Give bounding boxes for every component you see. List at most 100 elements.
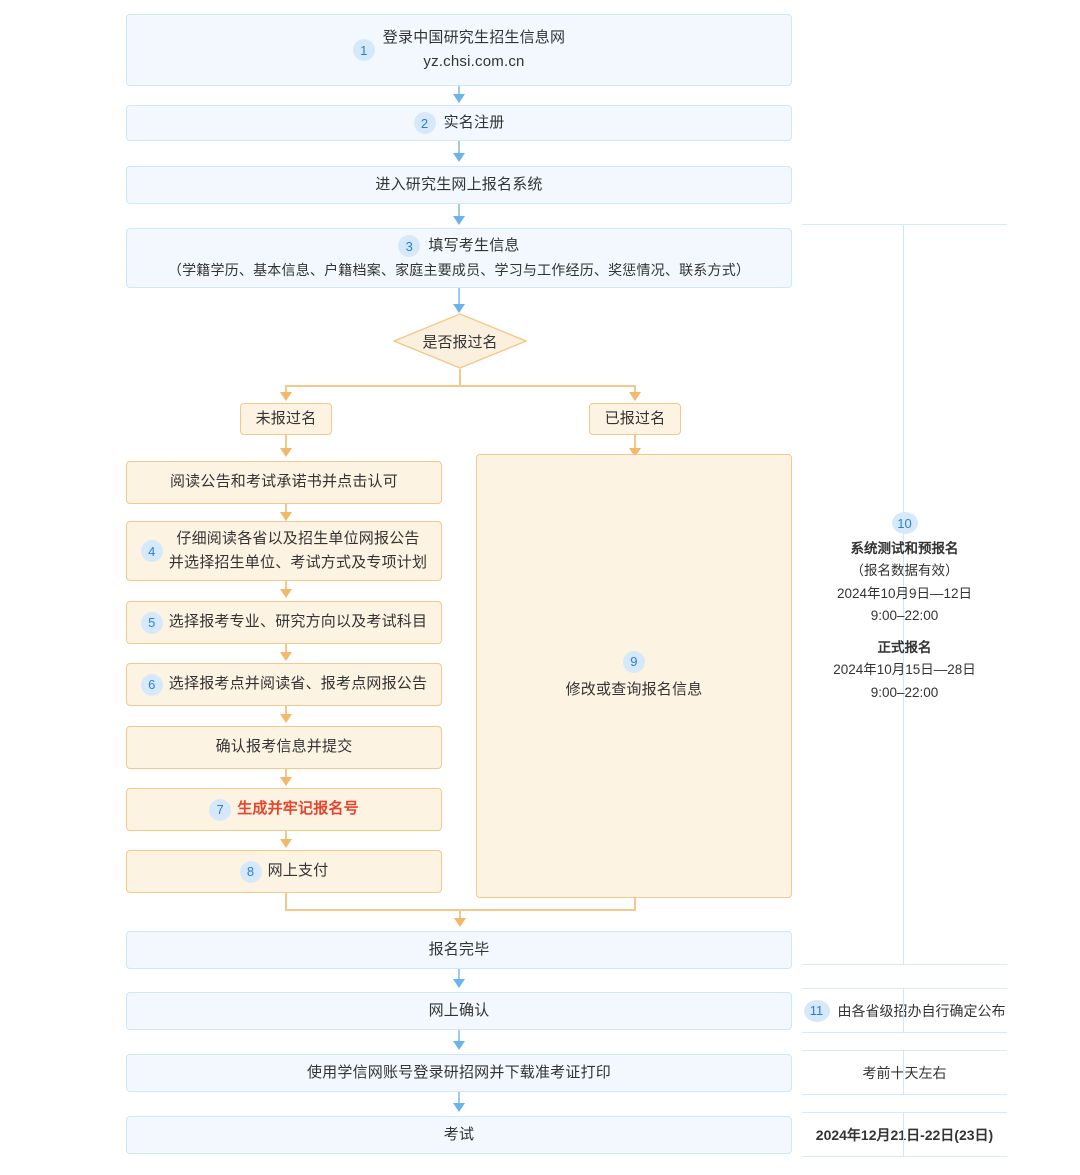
- node-branch-not-registered[interactable]: 未报过名: [240, 403, 332, 435]
- node-step1-line1: 登录中国研究生招生信息网: [382, 28, 566, 46]
- node-step3-line2: （学籍学历、基本信息、户籍档案、家庭主要成员、学习与工作经历、奖惩情况、联系方式…: [167, 262, 751, 279]
- node-step7-label: 生成并牢记报名号: [237, 800, 359, 818]
- arrow-confirm-7: [280, 777, 292, 786]
- node-step4[interactable]: 4 仔细阅读各省以及招生单位网报公告 并选择招生单位、考试方式及专项计划: [126, 521, 442, 581]
- arrow-ticket-exam: [453, 1103, 465, 1112]
- arrow-branch-yes-down: [629, 448, 641, 457]
- node-registration-done[interactable]: 报名完毕: [126, 931, 792, 969]
- connector-confirm-7: [285, 769, 287, 781]
- node-branch-no-label: 未报过名: [255, 409, 317, 427]
- connector-decision-left: [285, 385, 287, 396]
- timeline-cell-exam: 2024年12月21日-22日(23日): [802, 1112, 1007, 1157]
- connector-merge-down: [459, 909, 461, 920]
- node-step1[interactable]: 1 登录中国研究生招生信息网 yz.chsi.com.cn: [126, 14, 792, 86]
- node-step7[interactable]: 7 生成并牢记报名号: [126, 788, 442, 831]
- step-badge-1: 1: [352, 39, 375, 61]
- connector-9-merge: [634, 898, 636, 910]
- connector-decision-down: [459, 369, 461, 386]
- connector-6-confirm: [285, 706, 287, 718]
- node-download-ticket-label: 使用学信网账号登录研招网并下载准考证打印: [306, 1063, 611, 1081]
- node-confirm-submit-label: 确认报考信息并提交: [215, 738, 353, 756]
- node-done-label: 报名完毕: [428, 940, 490, 958]
- arrow-4-5: [280, 589, 292, 598]
- node-decision[interactable]: 是否报过名: [393, 313, 527, 369]
- timeline-time-formal: 9:00–22:00: [870, 684, 939, 700]
- arrow-2-3: [453, 153, 465, 162]
- node-step8-label: 网上支付: [267, 862, 329, 880]
- connector-branch-no-down: [285, 435, 287, 452]
- timeline-sub-pretest: （报名数据有效）: [850, 563, 959, 579]
- node-read-notice-label: 阅读公告和考试承诺书并点击认可: [169, 473, 398, 491]
- node-branch-registered[interactable]: 已报过名: [589, 403, 681, 435]
- node-online-confirm[interactable]: 网上确认: [126, 992, 792, 1030]
- node-step9-label: 修改或查询报名信息: [565, 680, 703, 698]
- node-step5[interactable]: 5 选择报考专业、研究方向以及考试科目: [126, 601, 442, 644]
- connector-decision-right: [634, 385, 636, 396]
- node-step3[interactable]: 3 填写考生信息 （学籍学历、基本信息、户籍档案、家庭主要成员、学习与工作经历、…: [126, 228, 792, 288]
- step-badge-5: 5: [140, 611, 163, 634]
- node-online-confirm-label: 网上确认: [428, 1001, 490, 1019]
- node-exam[interactable]: 考试: [126, 1116, 792, 1154]
- connector-confirm-ticket: [458, 1030, 460, 1043]
- arrow-1-2: [453, 94, 465, 103]
- connector-8-merge: [285, 893, 287, 910]
- timeline-ticket-label: 考前十天左右: [862, 1064, 947, 1081]
- timeline-spine-seg2: [903, 988, 904, 1033]
- node-step8[interactable]: 8 网上支付: [126, 850, 442, 893]
- connector-1-2: [458, 86, 460, 99]
- node-confirm-submit[interactable]: 确认报考信息并提交: [126, 726, 442, 769]
- timeline-time-pretest: 9:00–22:00: [870, 607, 939, 623]
- timeline-date-pretest: 2024年10月9日—12日: [836, 585, 973, 601]
- arrow-notice-4: [280, 512, 292, 521]
- connector-5-6: [285, 644, 287, 656]
- timeline-panel-main: [802, 224, 1007, 965]
- timeline-title-pretest: 系统测试和预报名: [850, 541, 959, 556]
- node-read-notice[interactable]: 阅读公告和考试承诺书并点击认可: [126, 461, 442, 504]
- arrow-6-confirm: [280, 714, 292, 723]
- step-badge-11: 11: [803, 999, 830, 1022]
- decision-diamond-shape: [393, 313, 527, 369]
- step-badge-2: 2: [413, 112, 436, 134]
- node-branch-yes-label: 已报过名: [604, 409, 666, 427]
- step-badge-9: 9: [623, 650, 645, 673]
- arrow-5-6: [280, 652, 292, 661]
- timeline-spine-seg3: [903, 1050, 904, 1095]
- arrow-enter-3: [453, 216, 465, 225]
- node-step2[interactable]: 2 实名注册: [126, 105, 792, 141]
- arrow-merge-down: [454, 918, 466, 927]
- step-badge-10: 10: [891, 512, 918, 534]
- timeline-spine-seg4: [903, 1112, 904, 1157]
- node-enter-system-label: 进入研究生网上报名系统: [375, 175, 543, 193]
- arrow-branch-no-down: [280, 448, 292, 457]
- node-step2-label: 实名注册: [443, 113, 505, 131]
- connector-2-3: [458, 141, 460, 156]
- connector-notice-4: [285, 504, 287, 516]
- timeline-cell-ticket: 考前十天左右: [802, 1050, 1007, 1095]
- timeline-step10-note: 10 系统测试和预报名 （报名数据有效） 2024年10月9日—12日 9:00…: [802, 512, 1007, 704]
- step-badge-4: 4: [140, 540, 163, 562]
- connector-branch-yes-down: [634, 435, 636, 452]
- timeline-spine: [903, 225, 904, 965]
- arrow-decision-left: [280, 392, 292, 401]
- node-step6[interactable]: 6 选择报考点并阅读省、报考点网报公告: [126, 663, 442, 706]
- arrow-decision-right: [629, 392, 641, 401]
- step-badge-3: 3: [398, 235, 421, 257]
- timeline-step10-text: 系统测试和预报名 （报名数据有效） 2024年10月9日—12日 9:00–22…: [802, 538, 1007, 704]
- node-step5-label: 选择报考专业、研究方向以及考试科目: [168, 613, 428, 631]
- node-exam-label: 考试: [443, 1125, 475, 1143]
- connector-decision-split: [285, 385, 635, 387]
- connector-4-5: [285, 581, 287, 593]
- timeline-date-formal: 2024年10月15日—28日: [833, 662, 976, 678]
- timeline-step11-label: 由各省级招办自行确定公布: [837, 1002, 1006, 1019]
- node-download-ticket[interactable]: 使用学信网账号登录研招网并下载准考证打印: [126, 1054, 792, 1092]
- timeline-cell-online-confirm: 11 由各省级招办自行确定公布: [802, 988, 1007, 1033]
- arrow-7-8: [280, 839, 292, 848]
- arrow-3-decision: [453, 304, 465, 313]
- node-step1-line2: yz.chsi.com.cn: [423, 53, 525, 70]
- step-badge-8: 8: [239, 860, 262, 883]
- node-step9[interactable]: 9 修改或查询报名信息: [476, 454, 792, 898]
- node-decision-label: 是否报过名: [422, 333, 498, 351]
- node-step3-line1: 填写考生信息: [428, 236, 520, 254]
- timeline-exam-date: 2024年12月21日-22日(23日): [815, 1126, 994, 1143]
- node-enter-system[interactable]: 进入研究生网上报名系统: [126, 166, 792, 204]
